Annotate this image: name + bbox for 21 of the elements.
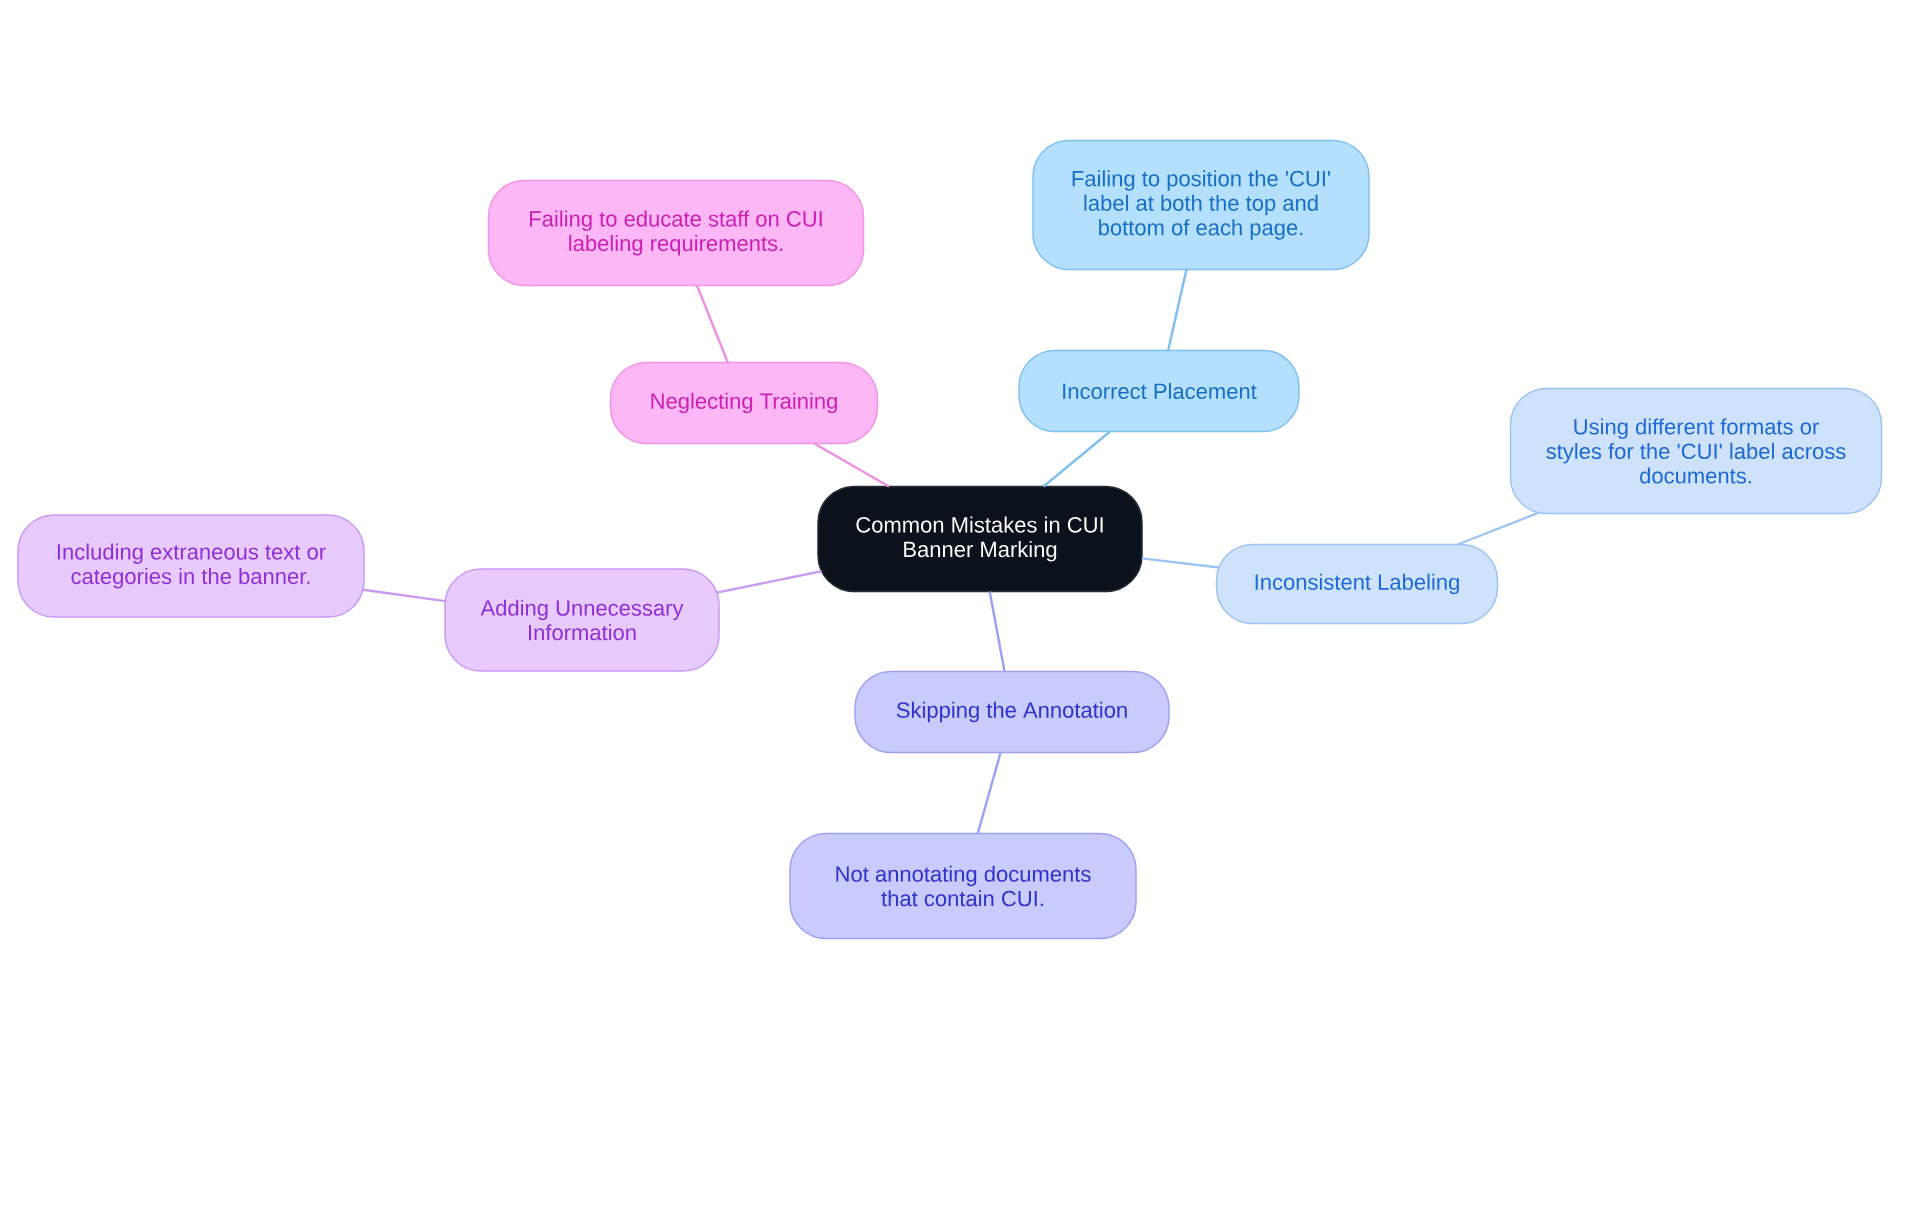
detail-box: Failing to educate staff on CUI labeling requirements. [487, 179, 865, 287]
connector-line [813, 442, 890, 488]
central-topic-box: Common Mistakes in CUI Banner Marking [817, 485, 1143, 593]
topic-box: Inconsistent Labeling [1215, 543, 1499, 625]
connector-line [1042, 430, 1111, 488]
detail-box: Not annotating documents that contain CUI. [789, 832, 1137, 940]
connector-line [695, 285, 729, 363]
connector-line [362, 588, 446, 603]
topic-box: Neglecting Training [609, 361, 879, 445]
connector-line [988, 591, 1006, 672]
topic-box: Skipping the Annotation [854, 670, 1170, 754]
connector-line [716, 570, 822, 594]
detail-box: Including extraneous text or categories in the banner. [17, 514, 365, 618]
connector-line [976, 752, 1002, 834]
topic-box: Adding Unnecessary Information [444, 568, 720, 672]
detail-box: Using different formats or styles for the 'CUI' label across documents. [1509, 387, 1883, 515]
connector-line [1167, 269, 1188, 351]
connector-line [1457, 511, 1540, 546]
topic-box: Incorrect Placement [1018, 349, 1300, 433]
connector-line [1141, 557, 1220, 569]
detail-box: Failing to position the 'CUI' label at both the top and bottom of each page. [1032, 139, 1370, 271]
